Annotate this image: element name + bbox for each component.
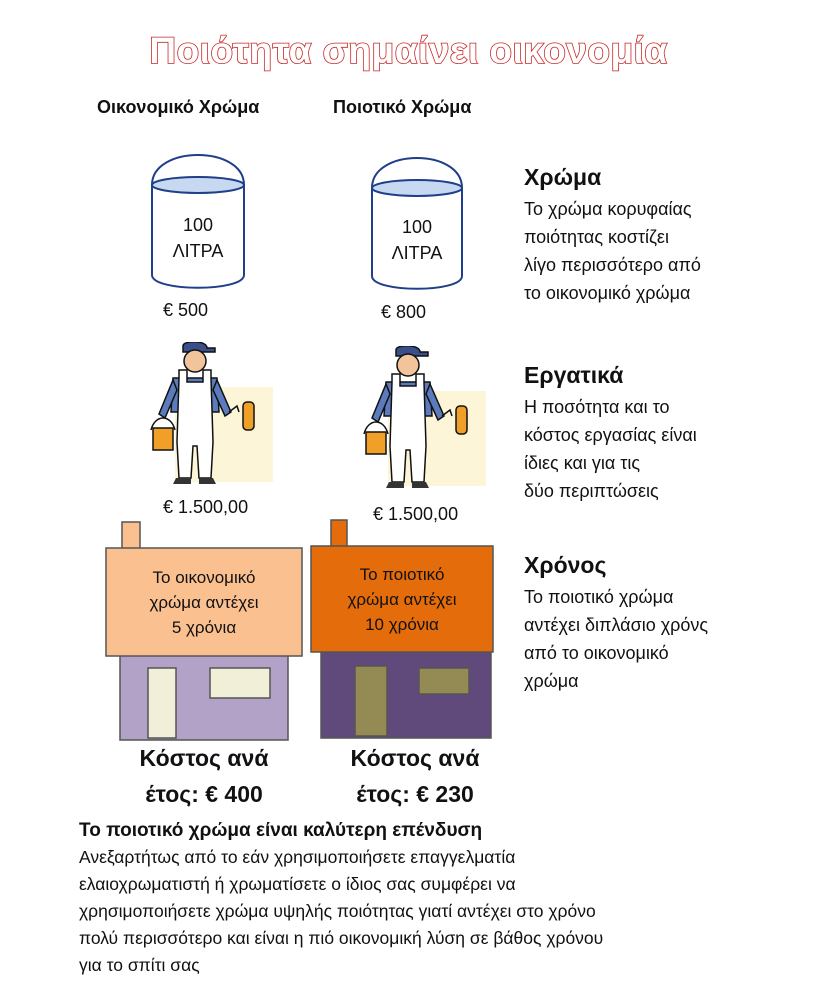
bottom-line: ελαιοχρωματιστή ή χρωματίσετε ο ίδιος σα… (79, 874, 516, 894)
quality-labor-price: € 1.500,00 (373, 504, 459, 524)
section-time-line: αντέχει διπλάσιο χρόνς (524, 615, 709, 635)
page-title: Ποιότητα σημαίνει οικονομία (149, 29, 668, 72)
quality-house-text-line3: 10 χρόνια (365, 615, 439, 634)
bottom-line: Ανεξαρτήτως από το εάν χρησιμοποιήσετε ε… (79, 847, 516, 867)
section-labor: Εργατικά Η ποσότητα και το κόστος εργασί… (524, 362, 809, 505)
bottom-line: χρησιμοποιήσετε χρώμα υψηλής ποιότητας γ… (79, 901, 596, 921)
quality-house-text-line1: Το ποιοτικό (359, 565, 445, 584)
section-paint-line: Το χρώμα κορυφαίας (524, 199, 692, 219)
economy-bucket-unit: ΛΙΤΡΑ (172, 241, 224, 261)
economy-bucket-quantity: 100 (182, 215, 214, 235)
section-labor-line: Η ποσότητα και το (524, 397, 670, 417)
quality-painter-icon (358, 345, 486, 491)
section-paint: Χρώμα Το χρώμα κορυφαίας ποιότητας κοστί… (524, 164, 809, 307)
economy-paint-bucket-icon (148, 140, 248, 290)
economy-cost-value: έτος: € 400 (145, 781, 263, 807)
economy-paint-price: € 500 (163, 300, 209, 320)
section-time-line: Το ποιοτικό χρώμα (524, 587, 674, 607)
quality-bucket-unit: ΛΙΤΡΑ (391, 243, 443, 263)
quality-bucket-quantity: 100 (401, 217, 433, 237)
quality-cost-label: Κόστος ανά (350, 745, 480, 771)
section-labor-heading: Εργατικά (524, 362, 624, 388)
economy-labor-price: € 1.500,00 (163, 497, 249, 517)
bottom-line: για το σπίτι σας (79, 955, 200, 975)
section-paint-heading: Χρώμα (524, 164, 602, 190)
section-paint-line: το οικονομικό χρώμα (524, 283, 691, 303)
economy-house-text-line2: χρώμα αντέχει (149, 593, 259, 612)
economy-house-text-line3: 5 χρόνια (171, 618, 237, 637)
bottom-heading: Το ποιοτικό χρώμα είναι καλύτερη επένδυσ… (79, 820, 483, 841)
economy-cost-label: Κόστος ανά (139, 745, 269, 771)
economy-house-icon (104, 520, 304, 742)
quality-paint-price: € 800 (381, 302, 427, 322)
quality-house-text-line2: χρώμα αντέχει (347, 590, 457, 609)
quality-cost-value: έτος: € 230 (356, 781, 474, 807)
economy-painter-icon (145, 341, 273, 487)
section-time-line: από το οικονομικό (524, 643, 669, 663)
economy-paint-heading: Οικονομικό Χρώμα (97, 97, 260, 117)
section-paint-line: ποιότητας κοστίζει (524, 227, 669, 247)
economy-house-text-line1: Το οικονομικό (152, 568, 256, 587)
bottom-summary: Το ποιοτικό χρώμα είναι καλύτερη επένδυσ… (79, 820, 809, 979)
section-time-heading: Χρόνος (524, 552, 607, 578)
section-labor-line: δύο περιπτώσεις (524, 481, 659, 501)
section-paint-line: λίγο περισσότερο από (524, 255, 701, 275)
quality-paint-heading: Ποιοτικό Χρώμα (333, 97, 472, 117)
section-time: Χρόνος Το ποιοτικό χρώμα αντέχει διπλάσι… (524, 552, 809, 695)
section-time-line: χρώμα (524, 671, 579, 691)
section-labor-line: κόστος εργασίας είναι (524, 425, 697, 445)
section-labor-line: ίδιες και για τις (524, 453, 641, 473)
quality-paint-bucket-icon (368, 143, 466, 291)
bottom-line: πολύ περισσότερο και είναι η πιό οικονομ… (79, 928, 604, 948)
quality-house-icon (309, 518, 495, 740)
